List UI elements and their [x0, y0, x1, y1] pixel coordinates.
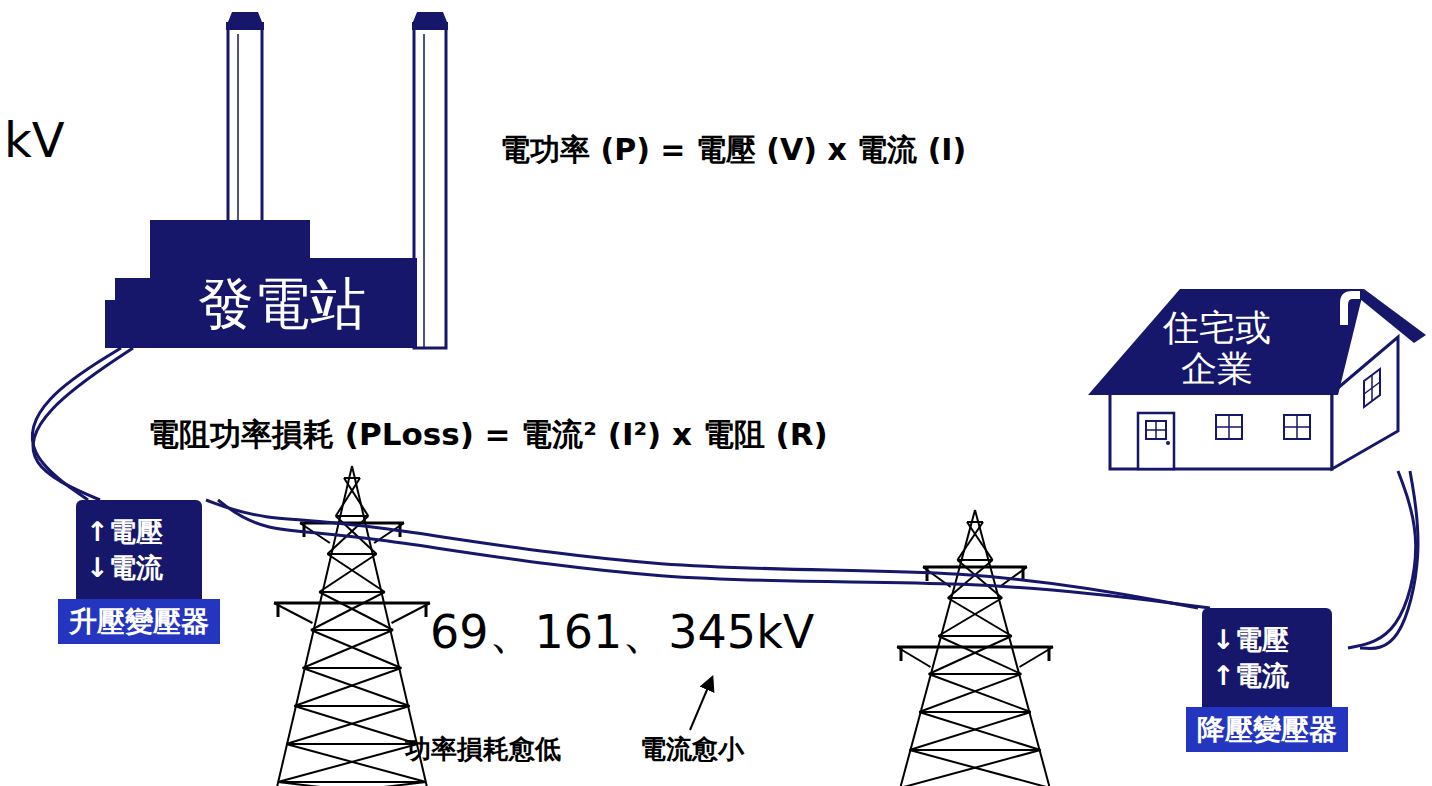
power-wire [1348, 471, 1416, 648]
note: 電流愈小 [640, 732, 744, 767]
chimney-cap [226, 12, 448, 30]
leader-arrow [690, 678, 712, 730]
power-wire [206, 500, 1198, 608]
power-plant: 發電站 [105, 214, 417, 348]
voltage-label: kV [4, 112, 65, 168]
parallel-wire [1360, 471, 1418, 648]
transformer-name: 升壓變壓器 [66, 605, 212, 639]
wire-group [206, 500, 1210, 608]
transformer-effect: ↓電流 [86, 550, 192, 586]
transformer-effect: ↑電流 [1212, 658, 1322, 694]
wire-group [32, 348, 133, 500]
tower [897, 510, 1053, 786]
power-wire [32, 348, 121, 500]
house-label: 住宅或 企業 [1158, 307, 1277, 390]
voltage-label: 69、161、345kV [430, 602, 814, 664]
note: 功率損耗愈低 [405, 732, 561, 767]
formula: 電功率 (P) = 電壓 (V) x 電流 (I) [500, 130, 966, 171]
transformer-body: ↑電壓↓電流 [76, 500, 202, 599]
transformer-base: 升壓變壓器 [58, 599, 220, 645]
plant-name: 發電站 [198, 276, 366, 332]
transformer-effect: ↑電壓 [86, 514, 192, 550]
transformer-effect: ↓電壓 [1212, 622, 1322, 658]
formula: 電阻功率損耗 (PLoss) = 電流² (I²) x 電阻 (R) [148, 414, 828, 456]
parallel-wire [33, 348, 133, 500]
parallel-wire [218, 500, 1210, 608]
transformer-body: ↓電壓↑電流 [1202, 608, 1332, 707]
house: 住宅或 企業 [1088, 285, 1428, 473]
transformer-name: 降壓變壓器 [1194, 713, 1340, 747]
transformer: ↓電壓↑電流降壓變壓器 [1186, 608, 1348, 752]
transformer-base: 降壓變壓器 [1186, 707, 1348, 753]
transmission-tower [274, 466, 1053, 786]
wire-group [1348, 471, 1418, 648]
transformer: ↑電壓↓電流升壓變壓器 [58, 500, 220, 644]
